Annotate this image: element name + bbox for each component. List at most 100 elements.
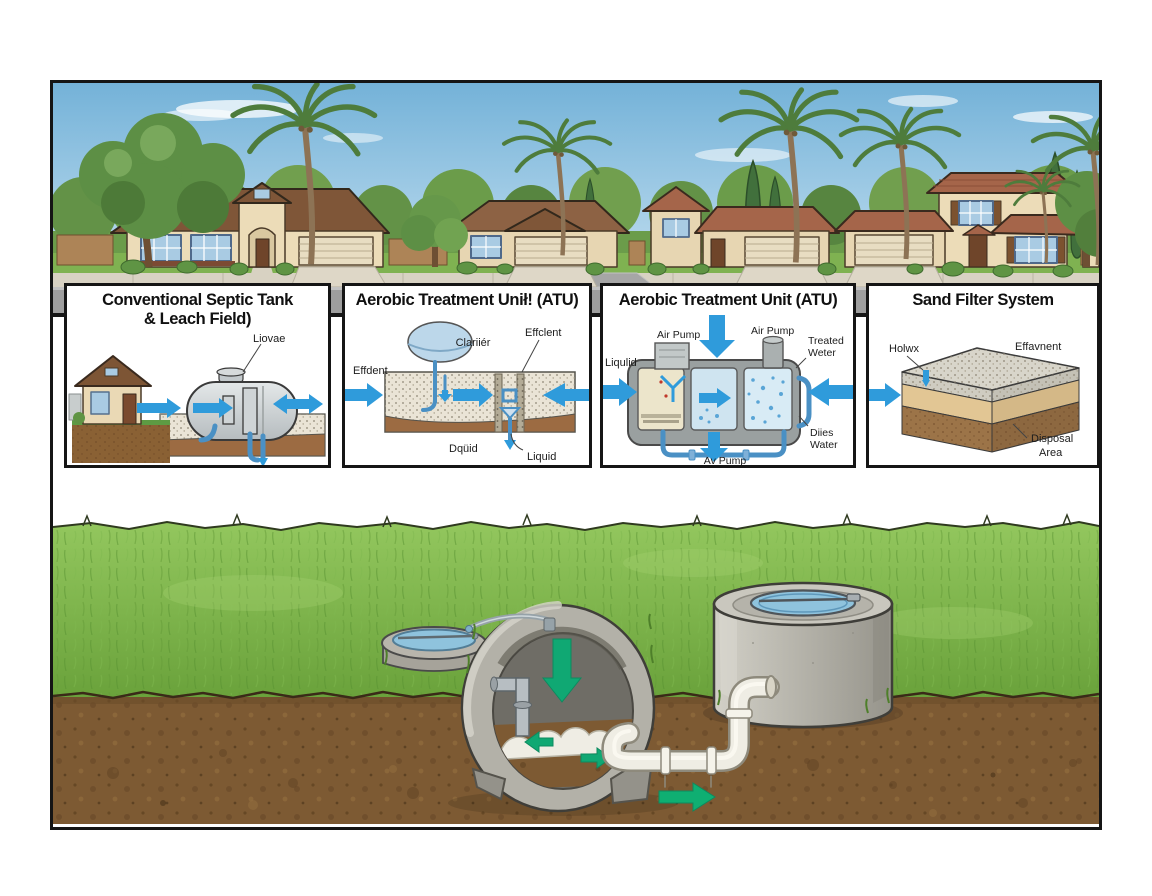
panel-sand-filter: Sand Filter System	[866, 283, 1100, 468]
grass-spikes	[82, 512, 1072, 528]
flow-arrow-in	[345, 383, 383, 407]
flow-arrows	[603, 378, 853, 462]
recirculation-pipe	[660, 375, 812, 458]
upper-window	[950, 200, 1002, 226]
label-treated-1: Treated	[808, 335, 844, 347]
label-top: Effavnent	[1015, 341, 1061, 353]
panel-title: Conventional Septic Tank	[102, 291, 293, 309]
leader-line	[798, 415, 809, 427]
tank-pipes	[198, 423, 266, 463]
leader-line	[521, 339, 540, 373]
panel-title: Aerobic Treatment Unit (ATU)	[618, 291, 838, 309]
label-tank: Liovae	[253, 333, 285, 345]
grass-tufts	[466, 613, 654, 674]
dome-tank-icon	[407, 321, 473, 363]
atu1-diagram: Effdent Clariiér Effclent Dqüid Liquid	[345, 321, 589, 463]
grass-light-patches	[163, 549, 1033, 639]
flow-arrow	[699, 388, 731, 408]
outlet-pipe	[601, 675, 780, 788]
label-dies-1: Diies	[810, 427, 833, 439]
flow-arrow	[137, 398, 181, 418]
bushes	[647, 262, 837, 276]
label-liquid: Liquid	[527, 451, 556, 463]
label-left: Holwx	[889, 343, 919, 355]
small-down-arrow	[438, 390, 452, 402]
pipe-flange	[725, 708, 753, 719]
panel-conventional-septic: Conventional Septic Tank & Leach Field)	[64, 283, 331, 468]
leader-line	[795, 357, 807, 369]
walkway	[247, 267, 277, 287]
label-inlet: Effdent	[353, 365, 388, 377]
panel-title-line2: & Leach Field)	[143, 310, 252, 328]
label-bottom: Dqüid	[449, 443, 478, 455]
flow-arrows	[137, 394, 323, 465]
top-down-arrow	[699, 315, 735, 358]
street-tree	[401, 195, 468, 267]
street-tree	[1055, 171, 1099, 267]
label-treated-2: Weter	[808, 347, 836, 359]
riser-lid	[381, 626, 487, 672]
house-3	[642, 186, 840, 288]
bushes	[120, 259, 295, 276]
pipe-flange	[706, 746, 717, 775]
bubbles	[699, 376, 785, 424]
bushes	[906, 261, 1074, 278]
panel-title: Sand Filter System	[912, 291, 1054, 309]
neighborhood-scene	[53, 83, 1099, 317]
interior-pipe	[490, 676, 532, 737]
lower-window	[1006, 236, 1066, 264]
label-air-pump-bottom: Av Pump	[704, 455, 747, 465]
bushes	[456, 261, 605, 276]
pipe-flange	[660, 746, 671, 775]
flow-arrows	[345, 383, 589, 407]
atu2-diagram: Air Pump Air Pump Liqulid Treated Weter …	[603, 315, 853, 465]
flow-arrow-down-green	[541, 638, 583, 703]
down-arrow	[504, 440, 516, 450]
big-tree	[79, 113, 245, 268]
house-2	[444, 200, 630, 288]
clarifier-baffles	[494, 373, 525, 433]
label-air-pump-right: Air Pump	[751, 325, 794, 337]
panel-atu-1: Aerobic Treatment Unił! (ATU)	[342, 283, 592, 468]
flow-arrow-return	[543, 383, 589, 407]
flow-arrow	[193, 398, 233, 418]
inlet-line	[465, 613, 556, 633]
flow-arrow-soil-green	[658, 782, 716, 812]
sand-filter-box	[901, 347, 1080, 453]
air-pump-right	[762, 335, 784, 369]
label-dies-2: Water	[810, 439, 838, 451]
effluent-foam	[500, 727, 614, 760]
inlet-plumbing	[421, 360, 447, 412]
underground-cross-section	[53, 512, 1099, 824]
conventional-septic-diagram: Liovae	[68, 333, 326, 465]
pipe-flange	[688, 449, 696, 461]
pump-tank	[703, 581, 903, 729]
sand-filter-diagram: Holwx Effavnent Disposal Area	[869, 341, 1080, 459]
flow-arrow	[453, 383, 493, 407]
flow-arrow-down	[258, 458, 268, 465]
pipe-flange	[742, 449, 750, 461]
label-inlet: Liqulid	[605, 357, 637, 369]
label-air-pump-left: Air Pump	[657, 329, 700, 341]
panel-title: Aerobic Treatment Unił! (ATU)	[355, 291, 579, 309]
house-icon	[68, 355, 152, 425]
panel-atu-2: Aerobic Treatment Unit (ATU)	[600, 283, 856, 468]
leader-line	[1012, 423, 1028, 439]
label-effluent: Effclent	[525, 327, 562, 339]
leader-line	[906, 355, 924, 371]
leader-line	[510, 433, 524, 451]
flow-arrow-double	[273, 394, 323, 414]
flow-arrow-left-green	[524, 731, 554, 753]
tank-lid	[749, 589, 857, 617]
chamber1-detail	[641, 374, 687, 423]
leader-line	[242, 343, 262, 373]
flow-arrow-return	[808, 378, 853, 406]
septic-tank-cutaway	[448, 601, 678, 816]
air-pump-left	[654, 342, 690, 370]
grass-top-edge	[53, 520, 1099, 532]
flow-arrow-in	[603, 378, 637, 406]
label-clarifier: Clariiér	[456, 337, 491, 349]
flow-arrow-down	[700, 432, 728, 462]
label-disposal-1: Disposal	[1031, 433, 1073, 445]
